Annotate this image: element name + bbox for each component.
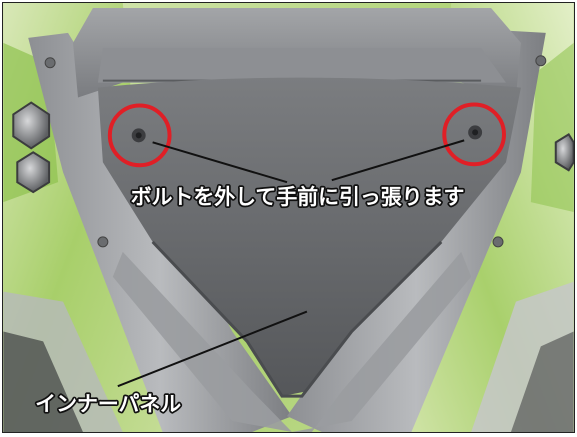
- left-bolt-highlight-circle: [107, 103, 172, 168]
- panel-leader-line: [117, 310, 308, 388]
- right-bolt-leader-line: [331, 139, 465, 182]
- hex-bolt-icon: [554, 133, 574, 172]
- photo-frame: ボルトを外して手前に引っ張ります インナーパネル: [2, 2, 575, 433]
- hex-bolt-icon: [12, 101, 51, 194]
- right-bolt-highlight-circle: [442, 102, 506, 167]
- left-bolt-leader-line: [152, 141, 288, 184]
- right-panel-bolt: [468, 125, 483, 140]
- bolt-callout-label: ボルトを外して手前に引っ張ります: [131, 185, 465, 209]
- left-panel-bolt: [131, 128, 146, 143]
- motorcycle-front-photo: ボルトを外して手前に引っ張ります インナーパネル: [3, 3, 574, 432]
- panel-callout-label: インナーパネル: [35, 392, 181, 416]
